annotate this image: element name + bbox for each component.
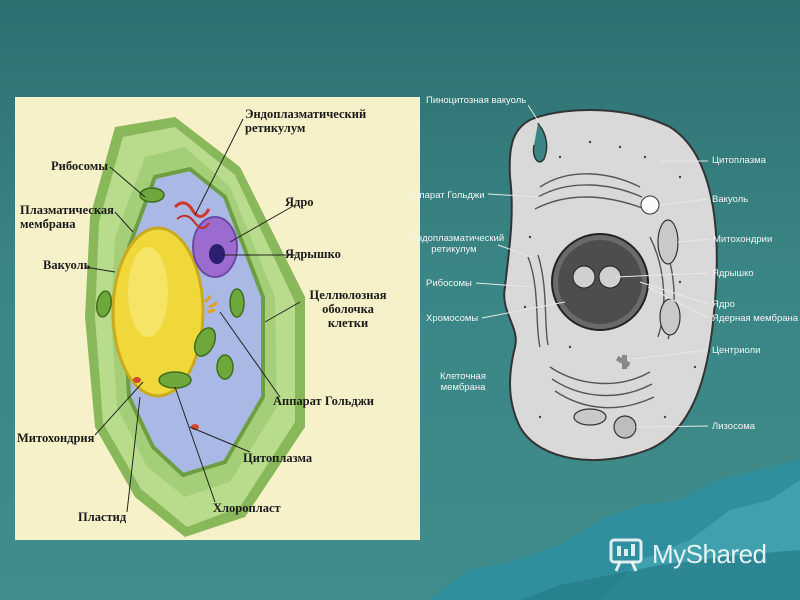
watermark: MyShared <box>608 535 788 575</box>
animal-label-cell-membrane-text: Клеточная мембрана <box>440 371 486 393</box>
plant-label-er-text: Эндоплазматический ретикулум <box>245 107 367 135</box>
plant-label-cellulose-wall-text: Целлюлозная оболочка клетки <box>309 288 387 330</box>
animal-label-nucleolus: Ядрышко <box>712 268 754 279</box>
animal-label-lysosome: Лизосома <box>712 421 756 432</box>
animal-cell-panel: Пиноцитозная вакуоль Цитоплазма Аппарат … <box>408 95 800 477</box>
plant-label-nucleolus: Ядрышко <box>285 247 341 261</box>
plant-label-cytoplasm: Цитоплазма <box>243 451 313 465</box>
plant-label-golgi: Аппарат Гольджи <box>273 394 374 408</box>
plant-cell-illustration <box>84 117 305 537</box>
animal-label-chromosomes: Хромосомы <box>426 313 479 324</box>
animal-label-mitochondria: Митохондрии <box>713 234 773 245</box>
animal-label-centrioles: Центриоли <box>712 345 761 356</box>
plant-label-mitochondria: Митохондрия <box>17 431 95 445</box>
animal-label-golgi: Аппарат Гольджи <box>408 190 485 201</box>
watermark-text: MyShared <box>652 539 767 569</box>
animal-label-ribosomes: Рибосомы <box>426 278 472 289</box>
plant-label-cellulose-wall: Целлюлозная оболочка клетки <box>303 288 393 330</box>
plant-cell-panel: Эндоплазматический ретикулум Рибосомы Пл… <box>15 97 420 540</box>
plant-label-chloroplast: Хлоропласт <box>213 501 281 515</box>
plant-label-vacuole: Вакуоль <box>43 258 91 272</box>
plant-label-plasma-membrane-text: Плазматическая мембрана <box>20 203 114 231</box>
animal-label-cell-membrane: Клеточная мембрана <box>428 371 498 393</box>
animal-label-cytoplasm: Цитоплазма <box>712 155 766 166</box>
plant-label-nucleus: Ядро <box>285 195 314 209</box>
animal-label-nuclear-membrane: Ядерная мембрана <box>712 313 799 324</box>
plant-label-plasma-membrane: Плазматическая мембрана <box>20 203 115 231</box>
presentation-screen-icon <box>609 538 643 572</box>
animal-label-vacuole: Вакуоль <box>712 194 749 205</box>
plant-label-ribosomes: Рибосомы <box>51 159 109 173</box>
animal-label-nucleus: Ядро <box>712 299 735 310</box>
animal-label-er: Эндоплазматический ретикулум <box>410 233 504 255</box>
animal-cell-illustration <box>475 104 718 462</box>
plant-label-er: Эндоплазматический ретикулум <box>245 107 367 135</box>
plant-label-plastid: Пластид <box>78 510 127 524</box>
animal-label-pinocytic-vacuole: Пиноцитозная вакуоль <box>426 95 527 106</box>
animal-label-er-text: Эндоплазматический ретикулум <box>410 233 505 255</box>
